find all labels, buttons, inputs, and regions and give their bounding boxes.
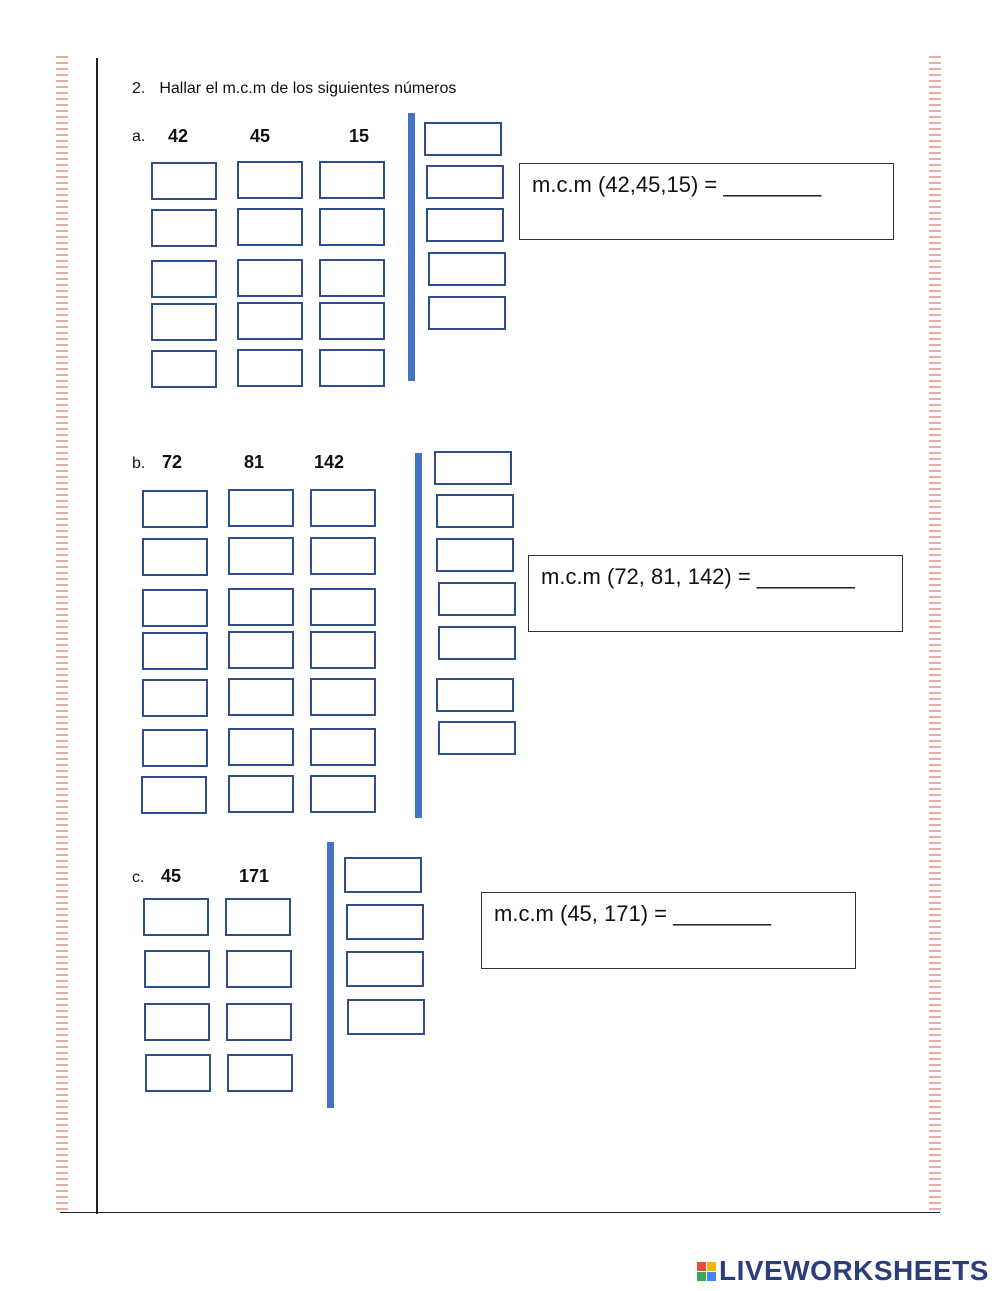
exercise-c-number-1: 45 [161, 866, 182, 886]
divisor-input-a-3[interactable] [426, 208, 504, 242]
division-bar-c [327, 842, 334, 1108]
answer-input-b-r4-c1[interactable] [142, 632, 208, 670]
exercise-c-letter: c. [132, 869, 145, 886]
liveworksheets-logo: LIVEWORKSHEETS [697, 1255, 989, 1287]
divisor-input-c-4[interactable] [347, 999, 425, 1035]
divisor-input-b-6[interactable] [436, 678, 514, 712]
answer-input-c-r4-c1[interactable] [145, 1054, 211, 1092]
margin-line [96, 58, 98, 1214]
answer-input-c-r2-c2[interactable] [226, 950, 292, 988]
division-bar-b [415, 453, 422, 818]
divisor-input-b-7[interactable] [438, 721, 516, 755]
answer-input-a-r3-c2[interactable] [237, 259, 303, 297]
exercise-b-number-2: 81 [244, 452, 265, 472]
divisor-input-b-4[interactable] [438, 582, 516, 616]
right-decorative-border [929, 56, 941, 1214]
answer-input-a-r4-c1[interactable] [151, 303, 217, 341]
lcm-answer-text-c: m.c.m (45, 171) = ________ [494, 901, 771, 926]
answer-input-a-r1-c1[interactable] [151, 162, 217, 200]
answer-input-b-r6-c1[interactable] [142, 729, 208, 767]
liveworksheets-logo-icon [697, 1261, 716, 1281]
answer-input-b-r7-c3[interactable] [310, 775, 376, 813]
lcm-answer-text-a: m.c.m (42,45,15) = ________ [532, 172, 822, 197]
answer-input-c-r3-c2[interactable] [226, 1003, 292, 1041]
answer-input-a-r3-c3[interactable] [319, 259, 385, 297]
lcm-answer-text-b: m.c.m (72, 81, 142) = ________ [541, 564, 855, 589]
division-bar-a [408, 113, 415, 381]
answer-input-b-r5-c3[interactable] [310, 678, 376, 716]
answer-input-b-r2-c2[interactable] [228, 537, 294, 575]
answer-input-a-r2-c1[interactable] [151, 209, 217, 247]
answer-input-b-r7-c2[interactable] [228, 775, 294, 813]
liveworksheets-logo-text: LIVEWORKSHEETS [719, 1255, 989, 1286]
answer-input-b-r5-c1[interactable] [142, 679, 208, 717]
divisor-input-b-1[interactable] [434, 451, 512, 485]
answer-input-b-r2-c3[interactable] [310, 537, 376, 575]
answer-input-a-r2-c2[interactable] [237, 208, 303, 246]
answer-input-b-r3-c3[interactable] [310, 588, 376, 626]
exercise-b-letter: b. [132, 455, 146, 472]
exercise-a-number-2: 45 [250, 126, 271, 146]
exercise-a-letter: a. [132, 128, 146, 145]
lcm-answer-box-b: m.c.m (72, 81, 142) = ________ [528, 555, 903, 632]
exercise-a-number-1: 42 [168, 126, 189, 146]
answer-input-a-r4-c2[interactable] [237, 302, 303, 340]
answer-input-b-r3-c2[interactable] [228, 588, 294, 626]
answer-input-a-r5-c3[interactable] [319, 349, 385, 387]
answer-input-c-r1-c1[interactable] [143, 898, 209, 936]
answer-input-a-r5-c2[interactable] [237, 349, 303, 387]
answer-input-b-r1-c1[interactable] [142, 490, 208, 528]
answer-input-b-r4-c3[interactable] [310, 631, 376, 669]
answer-input-c-r4-c2[interactable] [227, 1054, 293, 1092]
answer-input-c-r3-c1[interactable] [144, 1003, 210, 1041]
answer-input-b-r6-c3[interactable] [310, 728, 376, 766]
exercise-c-number-2: 171 [239, 866, 270, 886]
divisor-input-b-5[interactable] [438, 626, 516, 660]
heading-text: Hallar el m.c.m de los siguientes número… [159, 80, 457, 97]
divisor-input-a-1[interactable] [424, 122, 502, 156]
answer-input-b-r1-c3[interactable] [310, 489, 376, 527]
answer-input-b-r6-c2[interactable] [228, 728, 294, 766]
bottom-line [60, 1212, 940, 1213]
answer-input-a-r5-c1[interactable] [151, 350, 217, 388]
divisor-input-b-3[interactable] [436, 538, 514, 572]
answer-input-b-r2-c1[interactable] [142, 538, 208, 576]
divisor-input-c-3[interactable] [346, 951, 424, 987]
exercise-b-number-3: 142 [314, 452, 345, 472]
answer-input-a-r3-c1[interactable] [151, 260, 217, 298]
answer-input-c-r2-c1[interactable] [144, 950, 210, 988]
exercise-heading: 2. Hallar el m.c.m de los siguientes núme… [132, 80, 456, 98]
answer-input-b-r5-c2[interactable] [228, 678, 294, 716]
answer-input-b-r7-c1[interactable] [141, 776, 207, 814]
exercise-a-number-3: 15 [349, 126, 370, 146]
answer-input-b-r1-c2[interactable] [228, 489, 294, 527]
lcm-answer-box-a: m.c.m (42,45,15) = ________ [519, 163, 894, 240]
divisor-input-a-5[interactable] [428, 296, 506, 330]
divisor-input-c-1[interactable] [344, 857, 422, 893]
answer-input-a-r1-c2[interactable] [237, 161, 303, 199]
exercise-b-number-1: 72 [162, 452, 183, 472]
divisor-input-b-2[interactable] [436, 494, 514, 528]
divisor-input-a-4[interactable] [428, 252, 506, 286]
answer-input-a-r1-c3[interactable] [319, 161, 385, 199]
answer-input-a-r2-c3[interactable] [319, 208, 385, 246]
divisor-input-a-2[interactable] [426, 165, 504, 199]
answer-input-a-r4-c3[interactable] [319, 302, 385, 340]
heading-number: 2. [132, 80, 146, 97]
answer-input-b-r4-c2[interactable] [228, 631, 294, 669]
divisor-input-c-2[interactable] [346, 904, 424, 940]
answer-input-c-r1-c2[interactable] [225, 898, 291, 936]
answer-input-b-r3-c1[interactable] [142, 589, 208, 627]
lcm-answer-box-c: m.c.m (45, 171) = ________ [481, 892, 856, 969]
left-decorative-border [56, 56, 68, 1214]
